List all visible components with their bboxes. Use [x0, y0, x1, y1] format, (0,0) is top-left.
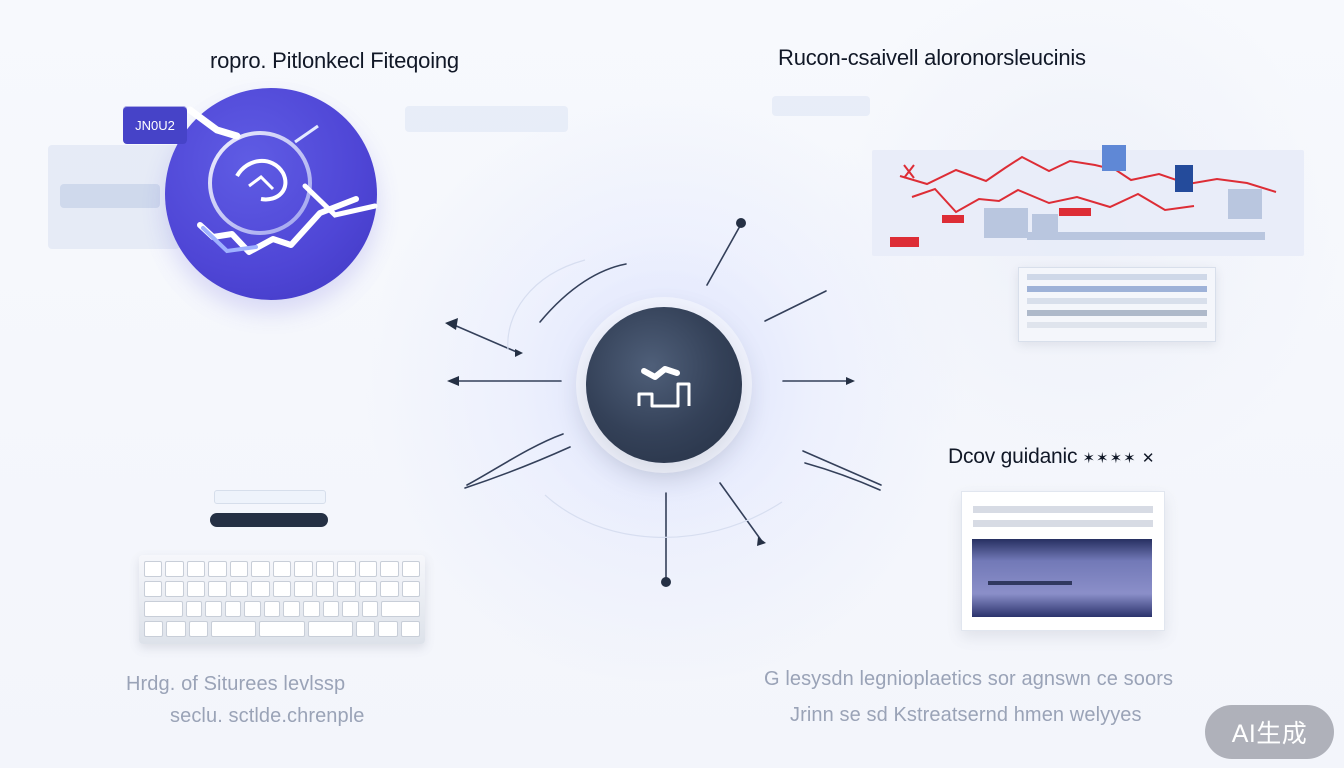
- keyboard-icon: [139, 555, 425, 644]
- right-caption-line-2: Jrinn se sd Kstreatsernd hmen welyyes: [790, 704, 1142, 726]
- data-table-preview: [1018, 267, 1216, 342]
- globe-network-icon: [186, 106, 378, 255]
- hub-switch-button[interactable]: [586, 307, 742, 463]
- ai-generated-badge: AI生成: [1205, 705, 1334, 759]
- globe-network-card: [165, 88, 378, 300]
- keyboard-row-4: [144, 621, 420, 637]
- left-caption-line-1: Hrdg. of Siturees levlssp: [126, 673, 346, 695]
- faded-panel-left: [48, 145, 180, 249]
- document-line: [973, 506, 1153, 513]
- left-heading: ropro. Pitlonkecl Fiteqoing: [210, 48, 459, 73]
- left-caption-line-2: seclu. sctlde.chrenple: [170, 705, 365, 727]
- data-chart-panel: [872, 145, 1304, 256]
- faded-panel-row-left: [60, 184, 160, 208]
- faded-panel-top: [405, 106, 568, 132]
- right-caption-line-1: G lesysdn legnioplaetics sor agnswn ce s…: [764, 668, 1174, 690]
- keyboard-row-2: [144, 581, 421, 597]
- faded-panel-top-right: [772, 96, 870, 116]
- document-highlight: [988, 581, 1072, 585]
- chart-lines-icon: [890, 145, 1277, 247]
- scroll-indicator-bar: [210, 513, 328, 527]
- document-icon: [972, 539, 1152, 617]
- keyboard-row-3: [144, 601, 420, 617]
- hub-switch-icon: [637, 366, 691, 408]
- doc-heading: Dcov guidanic ✶✶✶✶ ✕: [948, 445, 1156, 469]
- right-heading: Rucon-csaivell aloronorsleucinis: [778, 45, 1086, 70]
- label-badge: JN0U2: [123, 106, 187, 144]
- scroll-indicator-light: [214, 490, 326, 504]
- scribble-icon: ✶✶✶✶ ✕: [1077, 450, 1156, 467]
- doc-heading-text: Dcov guidanic: [948, 445, 1078, 468]
- document-preview-card: [961, 491, 1165, 631]
- keyboard-row-1: [144, 561, 421, 577]
- document-line: [973, 520, 1153, 527]
